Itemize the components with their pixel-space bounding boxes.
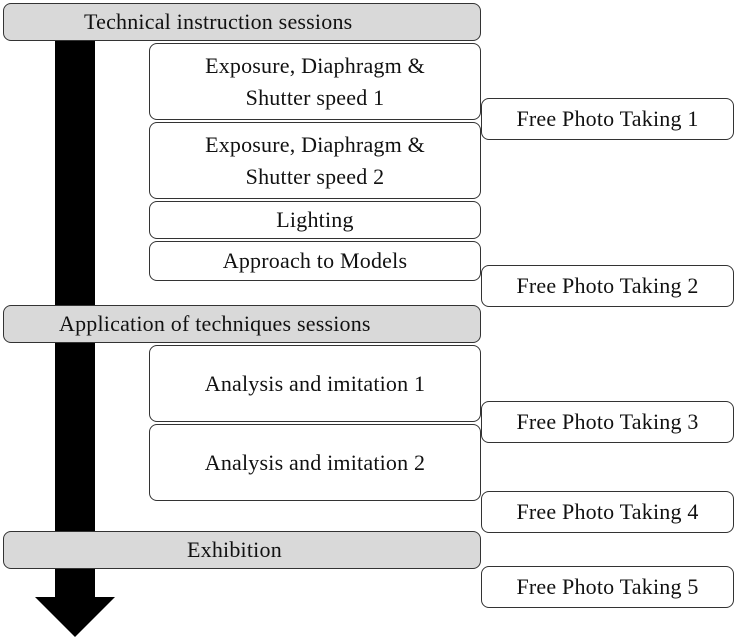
timeline-arrow-shaft [55, 8, 95, 598]
session-lighting: Lighting [149, 201, 481, 239]
section-technical-instruction: Technical instruction sessions [3, 3, 481, 41]
timeline-arrow-head [35, 597, 115, 637]
free-photo-taking-5: Free Photo Taking 5 [481, 566, 734, 608]
section-exhibition: Exhibition [3, 531, 481, 569]
session-exposure-2: Exposure, Diaphragm & Shutter speed 2 [149, 122, 481, 199]
section-application-of-techniques: Application of techniques sessions [3, 305, 481, 343]
free-photo-taking-2: Free Photo Taking 2 [481, 265, 734, 307]
free-photo-taking-3: Free Photo Taking 3 [481, 401, 734, 443]
free-photo-taking-4: Free Photo Taking 4 [481, 491, 734, 533]
session-analysis-2: Analysis and imitation 2 [149, 424, 481, 501]
session-analysis-1: Analysis and imitation 1 [149, 345, 481, 422]
session-approach-to-models: Approach to Models [149, 241, 481, 281]
session-exposure-1: Exposure, Diaphragm & Shutter speed 1 [149, 43, 481, 120]
free-photo-taking-1: Free Photo Taking 1 [481, 98, 734, 140]
